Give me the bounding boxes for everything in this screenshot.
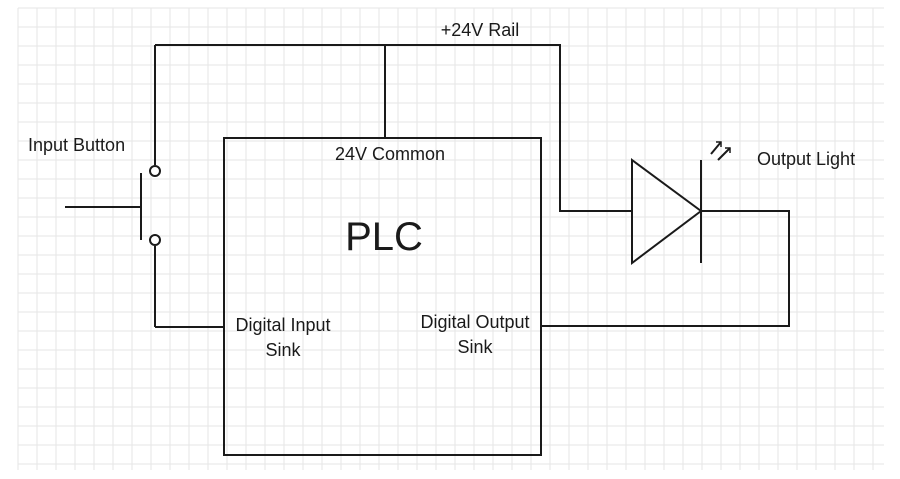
digital-input-label: Digital Input	[235, 315, 330, 335]
digital-output-sink-label: Sink	[457, 337, 493, 357]
background-grid	[17, 7, 884, 470]
output-light-symbol	[631, 141, 755, 266]
rail-label: +24V Rail	[441, 20, 520, 40]
plc-box	[223, 137, 542, 456]
input-button-label: Input Button	[28, 135, 125, 155]
plc-label: PLC	[345, 215, 423, 259]
common-label: 24V Common	[335, 144, 445, 164]
output-light-label: Output Light	[757, 149, 855, 169]
light-emission-arrows-icon	[710, 141, 731, 161]
rail-wire	[155, 44, 632, 212]
input-button-symbol	[65, 165, 161, 246]
digital-output-label: Digital Output	[420, 312, 529, 332]
digital-input-sink-label: Sink	[265, 340, 301, 360]
output-return-wire	[541, 210, 790, 327]
